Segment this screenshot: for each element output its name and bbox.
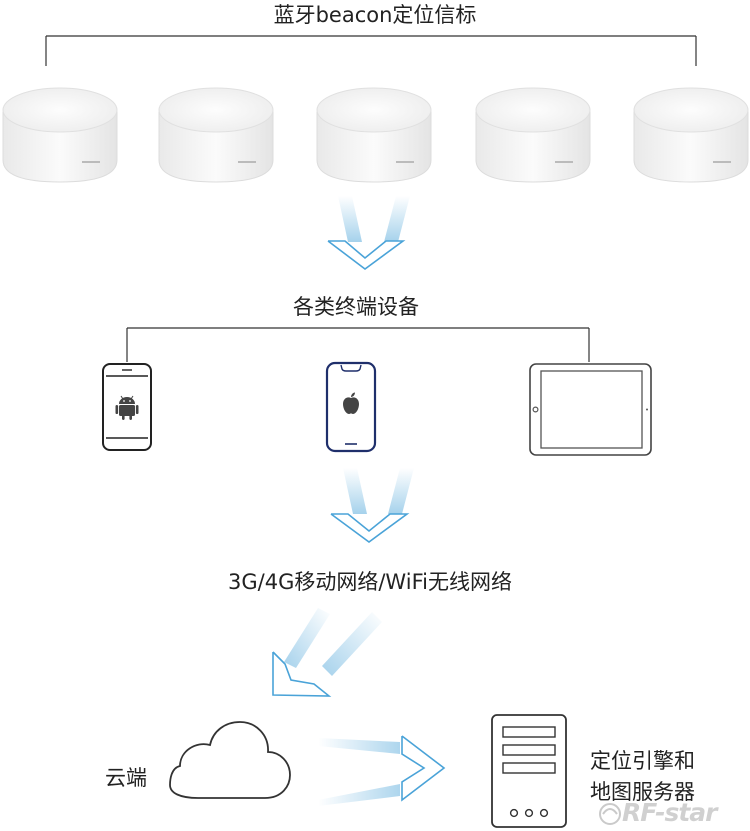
- beacon-row: [2, 87, 749, 183]
- server-icon: [491, 714, 567, 828]
- server-label-line2: 地图服务器: [590, 780, 695, 804]
- devices-title: 各类终端设备: [293, 295, 419, 319]
- cloud-icon: [169, 721, 291, 799]
- iphone-icon: [325, 361, 377, 453]
- arrow-beacons-to-devices: [327, 196, 410, 270]
- apple-logo-icon: [343, 392, 359, 414]
- device-bracket: [126, 327, 590, 362]
- beacon-device: [2, 87, 118, 183]
- beacon-device: [633, 87, 749, 183]
- beacon-device: [475, 87, 591, 183]
- network-title: 3G/4G移动网络/WiFi无线网络: [228, 570, 512, 594]
- beacons-title: 蓝牙beacon定位信标: [273, 3, 477, 27]
- server-label-line1: 定位引擎和: [590, 749, 695, 773]
- arrow-devices-to-network: [330, 468, 414, 543]
- beacon-device: [316, 87, 432, 183]
- android-logo-icon: [115, 395, 139, 420]
- watermark-text: RF-star: [622, 798, 717, 827]
- watermark-logo-icon: [599, 803, 621, 825]
- server-label: 定位引擎和 地图服务器: [590, 746, 695, 808]
- beacon-bracket: [45, 35, 697, 66]
- android-phone-icon: [102, 363, 152, 451]
- cloud-label: 云端: [105, 766, 147, 790]
- arrow-cloud-to-server: [318, 735, 446, 806]
- tablet-icon: [529, 363, 652, 456]
- beacon-device: [158, 87, 274, 183]
- arrow-network-to-cloud: [272, 608, 382, 697]
